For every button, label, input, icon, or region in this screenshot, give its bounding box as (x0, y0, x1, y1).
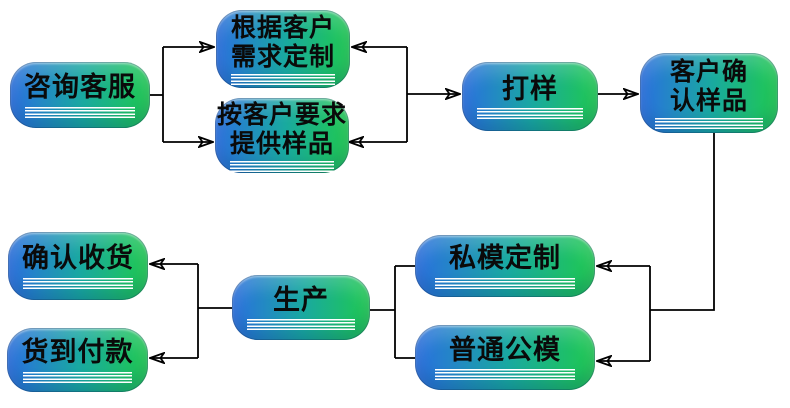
connector-confirm-down (650, 133, 715, 311)
flow-node-sample-by-request: 按客户要求 提供样品 (215, 98, 349, 173)
node-label-confirm-receipt: 确认收货 (22, 243, 134, 275)
node-label-consult-service: 咨询客服 (24, 72, 136, 104)
underline-decoration (434, 277, 576, 289)
node-label-cash-on-delivery: 货到付款 (21, 337, 134, 369)
underline-decoration (229, 160, 335, 172)
node-label-proofing: 打样 (502, 73, 558, 105)
underline-decoration (22, 371, 133, 383)
flow-node-confirm-receipt: 确认收货 (8, 232, 148, 300)
node-label-private-mold: 私模定制 (449, 243, 561, 275)
flow-node-production: 生产 (232, 275, 370, 340)
flow-node-cash-on-delivery: 货到付款 (7, 328, 148, 392)
flow-node-private-mold: 私模定制 (415, 235, 595, 297)
flow-node-custom-by-need: 根据客户 需求定制 (216, 10, 350, 88)
underline-decoration (230, 74, 336, 85)
node-label-custom-by-need: 根据客户 需求定制 (230, 13, 335, 71)
node-label-customer-confirm-sample: 客户确 认样品 (669, 57, 748, 115)
underline-decoration (434, 369, 576, 381)
flow-node-consult-service: 咨询客服 (10, 62, 150, 128)
underline-decoration (655, 118, 763, 129)
node-label-public-mold: 普通公模 (449, 334, 561, 366)
node-label-sample-by-request: 按客户要求 提供样品 (216, 99, 347, 158)
flow-node-public-mold: 普通公模 (415, 325, 595, 390)
underline-decoration (247, 319, 355, 331)
underline-decoration (476, 108, 584, 120)
underline-decoration (25, 106, 135, 118)
underline-decoration (23, 277, 133, 289)
node-label-production: 生产 (273, 284, 329, 316)
flow-node-customer-confirm-sample: 客户确 认样品 (640, 53, 778, 133)
flow-node-proofing: 打样 (462, 62, 598, 131)
